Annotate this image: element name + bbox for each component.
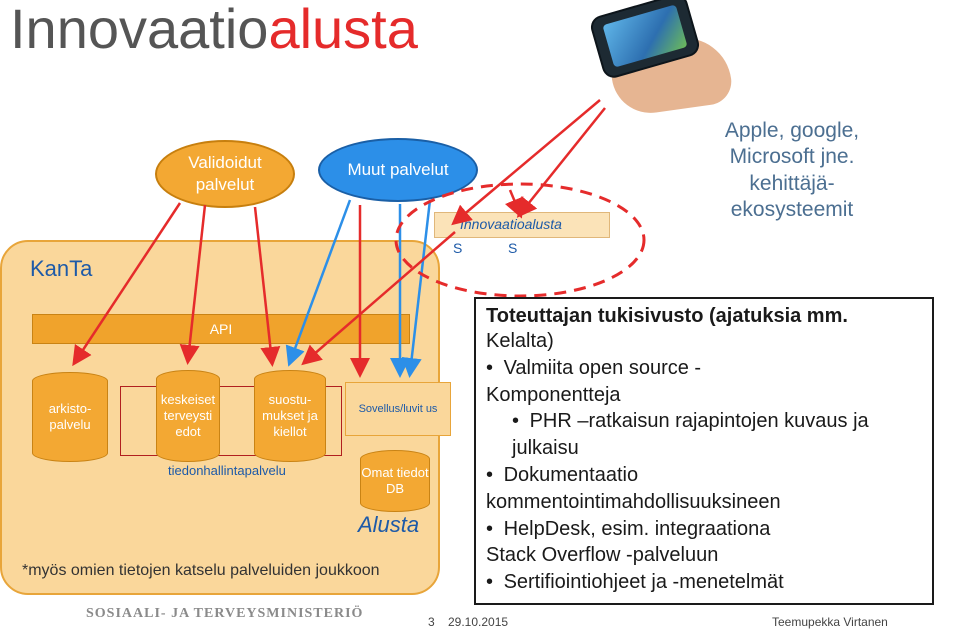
arrow-validoidut-to-keskeiset xyxy=(179,204,207,365)
infobox-item: • Sertifiointiohjeet ja -menetelmät xyxy=(486,571,784,594)
innov-s-right: S xyxy=(508,240,518,256)
tukisivusto-info-box: Toteuttajan tukisivusto (ajatuksia mm. K… xyxy=(474,297,934,605)
infobox-list: • Valmiita open source - Komponentteja •… xyxy=(486,355,922,596)
keskeiset-terveystiedot-database: keskeiset terveysti edot xyxy=(156,370,220,462)
kanta-label: KanTa xyxy=(30,256,93,281)
muut-palvelut-node: Muut palvelut xyxy=(318,138,478,202)
omat-tiedot-database: Omat tiedot DB xyxy=(360,450,430,512)
validoidut-palvelut-node: Validoidut palvelut xyxy=(155,140,295,208)
footer-author: Teemupekka Virtanen xyxy=(772,615,888,629)
arrow-muut-to-sovellus-2 xyxy=(401,199,432,378)
arrow-phone-to-innov-3 xyxy=(516,107,606,218)
page-title: Innovaatioalusta xyxy=(10,0,418,60)
innovaatioalusta-label: Innovaatioalusta xyxy=(460,216,562,232)
suostumukset-database: suostu-mukset ja kiellot xyxy=(254,370,326,462)
infobox-item-cont: Stack Overflow -palveluun xyxy=(486,544,719,567)
innov-s-left: S xyxy=(453,240,463,256)
footer-date: 29.10.2015 xyxy=(448,615,509,629)
arrow-validoidut-to-suostumukset xyxy=(253,206,281,367)
ecosystem-line-1: Apple, google, xyxy=(724,119,860,142)
arrow-validoidut-to-arkisto xyxy=(72,202,182,367)
arrow-phone-to-innov-2 xyxy=(505,189,524,219)
alusta-label: Alusta xyxy=(358,512,420,537)
infobox-item-cont: kommentointimahdollisuuksineen xyxy=(486,490,781,513)
innovaatioalusta-dashed-highlight xyxy=(394,182,646,298)
infobox-heading-cont: Kelalta) xyxy=(486,330,554,352)
footnote: *myös omien tietojen katselu palveluiden… xyxy=(22,562,380,579)
ecosystem-line-2: Microsoft jne. xyxy=(729,145,855,169)
page-number: 3 xyxy=(428,615,435,629)
arrow-innov-to-suostumukset xyxy=(301,231,456,366)
infobox-heading: Toteuttajan tukisivusto (ajatuksia mm. xyxy=(486,305,848,327)
ecosystem-text: Apple, google, Microsoft jne. kehittäjä-… xyxy=(716,118,868,223)
infobox-item: • HelpDesk, esim. integraationa xyxy=(486,517,771,540)
tiedonhallinta-group-outline xyxy=(120,386,342,456)
arkistopalvelu-database: arkisto-palvelu xyxy=(32,372,108,462)
infobox-item: • Valmiita open source - xyxy=(486,356,702,379)
ecosystem-line-3: kehittäjä- xyxy=(749,171,835,195)
ministry-logo: SOSIAALI- JA TERVEYSMINISTERIÖ xyxy=(86,606,364,621)
arrow-phone-to-innov-1 xyxy=(451,99,601,226)
infobox-item: • PHR –ratkaisun rajapintojen kuvaus ja xyxy=(512,410,869,433)
arrow-muut-to-suostumukset xyxy=(285,199,352,367)
sovellus-box: Sovellus/luvit us xyxy=(345,382,451,436)
infobox-item-cont: Komponentteja xyxy=(486,383,621,406)
ecosystem-line-4: ekosysteemit xyxy=(730,197,854,221)
infobox-item-cont: julkaisu xyxy=(512,437,579,460)
infobox-item: • Dokumentaatio xyxy=(486,463,639,486)
tiedonhallintapalvelu-label: tiedonhallintapalvelu xyxy=(168,463,286,478)
api-bar: API xyxy=(32,314,410,344)
